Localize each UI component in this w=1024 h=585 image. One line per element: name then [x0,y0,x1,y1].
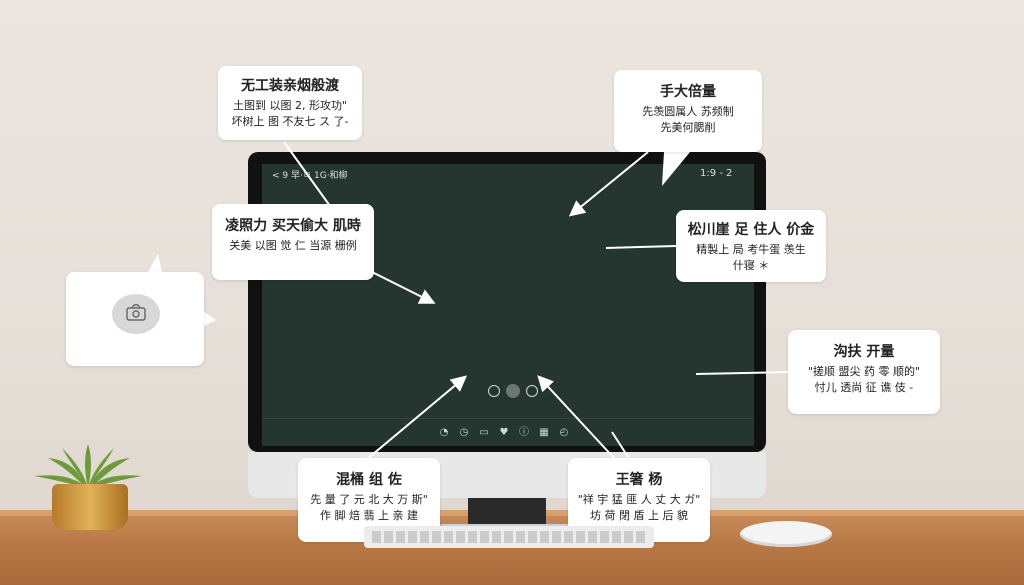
taskbar-icons: ◔ ◷ ▭ ♥ ⓘ ▦ ◴ [438,427,570,439]
callout-5-icon-bg [112,294,160,334]
carousel-dot-3[interactable] [526,385,538,397]
callout-6: 沟扶 开量 "搓顺 盟尖 药 零 顺的" 忖儿 透尚 征 谯 伎 - [788,330,940,414]
callout-3-title: 凌照力 买天偷大 肌時 [225,218,361,234]
tail-5b [204,312,216,326]
plant-pot [52,484,128,530]
callout-8-line-2: 坊 荷 閉 盾 上 后 貌 [590,509,688,522]
carousel-dot-active[interactable] [506,384,520,398]
callout-3-line-1: 关美 以图 觉 仁 当源 栅例 [229,239,357,252]
callout-1-line-1: 土图到 以图 2, 形攻功" [232,99,348,112]
keyboard [364,526,654,548]
callout-1-line-2: 坏树上 图 不友七 ス 了- [231,115,349,128]
callout-4-line-1: 精製上 局 考牛蛋 羡生 [696,243,806,256]
callout-6-title: 沟扶 开量 [833,344,895,360]
callout-7-line-1: 先 量 了 元 北 大 万 斯" [310,493,428,506]
keyboard-keys [372,531,646,543]
mouse [740,521,832,547]
callout-1-title: 无工装亲烟般渡 [241,78,339,94]
callout-6-line-2: 忖儿 透尚 征 谯 伎 - [814,381,914,394]
callout-7-title: 混桶 组 佐 [336,472,402,488]
message-icon[interactable]: ▭ [479,427,489,438]
refresh-icon[interactable]: ◔ [439,427,449,438]
callout-7-line-2: 作 脚 焙 翡 上 亲 建 [320,509,418,522]
plant-leaves-icon [34,444,142,488]
heart-icon[interactable]: ♥ [499,427,509,438]
screen-taskbar [262,418,754,447]
carousel-dots [488,384,538,398]
callout-2-title: 手大倍量 [660,84,716,100]
history-icon[interactable]: ◷ [459,427,469,438]
carousel-dot-1[interactable] [488,385,500,397]
callout-5 [66,272,204,366]
monitor-stand [468,498,546,526]
callout-3: 凌照力 买天偷大 肌時 关美 以图 觉 仁 当源 栅例 [212,204,374,280]
callout-8-title: 王箸 杨 [615,472,663,488]
callout-4-line-2: 什寝 ＊ [732,259,770,272]
device-icon [126,304,146,321]
callout-2: 手大倍量 先羡圆属人 苏频制 先美何腮削 [614,70,762,152]
screen-status-left: < 9 早·ㅁ 1G·和柳 [272,171,348,181]
callout-2-line-1: 先羡圆属人 苏频制 [642,105,734,118]
info-icon[interactable]: ⓘ [519,427,529,438]
callout-4-title: 松川崖 足 住人 价金 [687,222,815,238]
grid-icon[interactable]: ▦ [539,427,549,438]
callout-4: 松川崖 足 住人 价金 精製上 局 考牛蛋 羡生 什寝 ＊ [676,210,826,282]
callout-6-line-1: "搓顺 盟尖 药 零 顺的" [807,365,921,378]
callout-1: 无工装亲烟般渡 土图到 以图 2, 形攻功" 坏树上 图 不友七 ス 了- [218,66,362,140]
clock-icon[interactable]: ◴ [559,427,569,438]
tail-5 [148,254,162,272]
callout-2-line-2: 先美何腮削 [660,121,716,134]
callout-8-line-1: "祥 宇 猛 匪 人 丈 大 ガ" [577,493,701,506]
screen-status-right: 1:9 - 2 [700,168,733,179]
